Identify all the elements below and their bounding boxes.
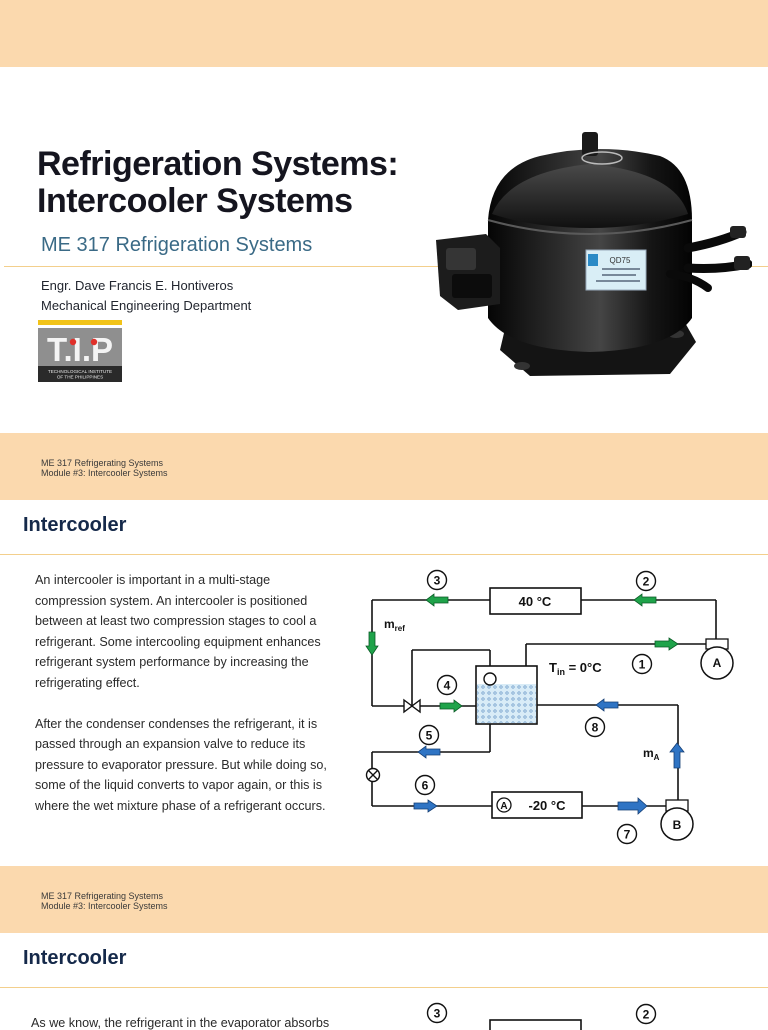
heading-divider-1 [0, 554, 768, 555]
state-marker-8-label: 8 [592, 720, 599, 734]
state-marker-3-lower [426, 1002, 448, 1024]
section-heading-intercooler: Intercooler [23, 514, 127, 536]
intercooler-diagram: 40 °C A -20 °C Tin = 0°C A B mref mA 1 2 3… [365, 569, 734, 845]
svg-text:mA: mA [643, 746, 660, 762]
module-band-2 [0, 866, 768, 933]
module-footer-2: ME 317 Refrigerating Systems Module #3: … [41, 891, 168, 911]
footer-course-2: ME 317 Refrigerating Systems [41, 891, 164, 901]
module-band-1 [0, 433, 768, 500]
top-band [0, 0, 768, 67]
state-marker-3-lower-label: 3 [434, 1006, 441, 1020]
slide3-text: As we know, the refrigerant in the evapo… [31, 1016, 330, 1030]
svg-text:40 °C: 40 °C [519, 594, 552, 609]
state-marker-7-label: 7 [624, 827, 631, 841]
title-line-2: Intercooler Systems [37, 182, 353, 220]
paragraph-2: After the condenser condenses the refrig… [35, 716, 327, 813]
compressor-b [660, 807, 694, 841]
author-name: Engr. Dave Francis E. Hontiveros [41, 278, 234, 293]
svg-text:Tin = 0°C: Tin = 0°C [549, 660, 602, 677]
title-line-1: Refrigeration Systems: [37, 145, 399, 183]
footer-course: ME 317 Refrigerating Systems [41, 458, 164, 468]
slide-subtitle: ME 317 Refrigeration Systems [41, 234, 313, 256]
svg-text:A: A [713, 656, 722, 670]
condenser-box [489, 587, 582, 615]
state-marker-1 [631, 653, 653, 675]
compressor-a [700, 646, 734, 680]
state-marker-4-label: 4 [444, 678, 451, 692]
compressor-label: QD75 [610, 256, 631, 265]
state-marker-6-label: 6 [422, 778, 429, 792]
state-marker-2-label: 2 [643, 574, 650, 588]
state-marker-6 [414, 774, 436, 796]
state-marker-2-lower-label: 2 [643, 1007, 650, 1021]
state-marker-5 [418, 724, 440, 746]
svg-text:A: A [500, 801, 507, 812]
module-footer-1: ME 317 Refrigerating Systems Module #3: … [41, 458, 168, 478]
intercooler-description: An intercooler is important in a multi-s… [35, 570, 331, 817]
tip-logo: T.I.P TECHNOLOGICAL INSTITUTE OF THE PHI… [38, 320, 122, 382]
state-marker-8 [584, 716, 606, 738]
paragraph-1: An intercooler is important in a multi-s… [35, 573, 321, 690]
state-marker-3-label: 3 [434, 573, 441, 587]
department: Mechanical Engineering Department [41, 298, 252, 313]
state-marker-4 [436, 674, 458, 696]
slide-title: Refrigeration Systems: Intercooler Syste… [37, 145, 399, 220]
section-heading-intercooler-2: Intercooler [23, 947, 127, 969]
logo-letters: T.I.P [47, 331, 113, 368]
author-block: Engr. Dave Francis E. Hontiveros Mechani… [41, 276, 251, 316]
svg-text:-20 °C: -20 °C [529, 798, 567, 813]
footer-module-2: Module #3: Intercooler Systems [41, 901, 168, 911]
footer-module: Module #3: Intercooler Systems [41, 468, 168, 478]
state-marker-3 [426, 569, 448, 591]
state-marker-5-label: 5 [426, 728, 433, 742]
compressor-image: QD75 [436, 132, 752, 376]
svg-text:OF THE PHILIPPINES: OF THE PHILIPPINES [57, 375, 103, 380]
heading-divider-2 [0, 987, 768, 988]
state-marker-1-label: 1 [639, 657, 646, 671]
state-marker-2 [635, 570, 657, 592]
svg-text:TECHNOLOGICAL INSTITUTE: TECHNOLOGICAL INSTITUTE [48, 369, 112, 374]
svg-text:mref: mref [384, 617, 405, 633]
svg-text:B: B [673, 818, 682, 832]
title-divider [4, 266, 768, 267]
state-marker-7 [616, 823, 638, 845]
